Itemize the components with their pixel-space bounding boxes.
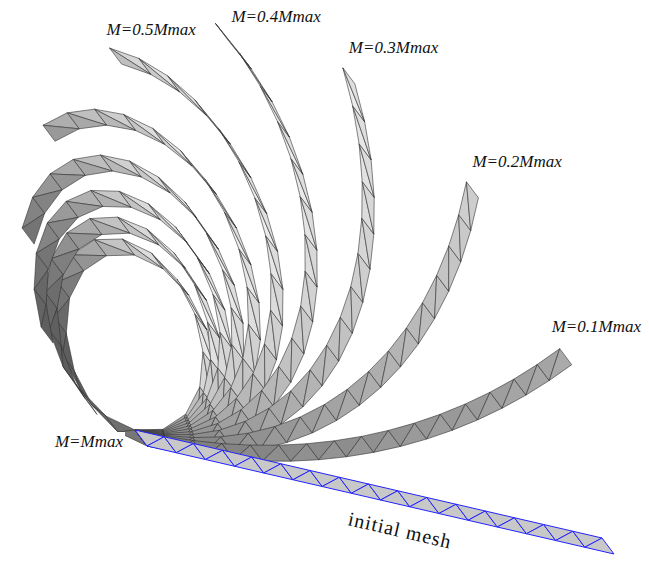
deformed-mesh-element <box>50 159 85 175</box>
deformed-mesh-element <box>41 305 53 343</box>
deformed-mesh-element <box>215 23 251 68</box>
deformed-mesh-element <box>75 383 97 415</box>
deformed-mesh-element <box>167 76 206 116</box>
deformed-mesh-element <box>22 213 44 244</box>
deformed-mesh-element <box>423 275 437 318</box>
deformed-mesh-element <box>222 269 243 323</box>
deformed-mesh-element <box>180 150 216 194</box>
moment-label: M=0.3Mmax <box>347 38 440 58</box>
deformed-mesh-element <box>466 182 478 231</box>
deformed-mesh-element <box>255 198 278 252</box>
moment-label: M=Mmax <box>53 432 125 452</box>
deformed-mesh-element <box>437 246 449 291</box>
deformed-mesh-element <box>260 86 289 137</box>
deformed-mesh-element <box>215 23 251 68</box>
deformed-mesh-element <box>61 346 75 383</box>
deformed-mesh-element <box>224 212 250 265</box>
deformed-mesh-element <box>206 233 234 285</box>
deformed-mesh-element <box>153 128 192 166</box>
deformed-mesh-element <box>343 68 365 122</box>
deformed-mesh-element <box>158 177 196 218</box>
deformed-mesh-element <box>81 390 106 416</box>
deformed-mesh-element <box>139 58 180 91</box>
deformed-mesh-element <box>239 161 267 213</box>
deformed-mesh-element <box>110 48 151 74</box>
deformed-mesh-element <box>224 212 250 265</box>
strip-mesh <box>22 23 614 554</box>
deformed-mesh-element <box>206 233 234 285</box>
deformed-mesh-element <box>239 161 267 213</box>
deformed-mesh-element <box>222 269 243 323</box>
deformed-mesh-element <box>129 161 170 193</box>
deformed-mesh-element <box>291 158 312 212</box>
deformed-mesh-element <box>340 286 352 333</box>
deformed-mesh-element <box>167 76 206 116</box>
deformed-mesh-element <box>139 58 180 91</box>
deformed-mesh-element <box>255 198 278 252</box>
initial-mesh-element <box>585 538 614 554</box>
deformed-mesh-element <box>239 249 259 303</box>
deformed-mesh-element <box>327 317 341 361</box>
deformed-mesh-element <box>549 349 572 381</box>
deformed-mesh-element <box>213 294 232 348</box>
deformed-mesh-element <box>110 48 151 74</box>
deformed-mesh-element <box>253 344 265 390</box>
deformed-mesh-element <box>129 161 170 193</box>
deformed-mesh-element <box>106 416 135 432</box>
deformed-mesh-element <box>93 406 118 432</box>
deformed-mesh-element <box>279 338 292 382</box>
deformed-mesh-element <box>43 125 79 141</box>
moment-label: M=0.4Mmax <box>229 7 322 27</box>
deformed-mesh-element <box>158 177 196 218</box>
moment-label: M=0.1Mmax <box>550 317 643 337</box>
moment-label: M=0.2Mmax <box>470 152 563 172</box>
deformed-mesh-element <box>343 68 365 122</box>
deformed-mesh-element <box>148 204 187 243</box>
deformed-mesh-element <box>148 204 187 243</box>
deformed-mesh-element <box>291 158 312 212</box>
deformed-mesh-element <box>180 150 216 194</box>
deformed-mesh-element <box>151 253 188 295</box>
deformed-mesh-element <box>213 294 232 348</box>
deformed-mesh-element <box>151 253 188 295</box>
deformed-mesh-element <box>277 121 302 174</box>
deformed-mesh-element <box>260 86 289 137</box>
deformed-mesh-element <box>277 121 302 174</box>
moment-label: M=0.5Mmax <box>105 20 198 40</box>
deformed-mesh-element <box>153 128 192 166</box>
deformed-mesh-element <box>239 249 259 303</box>
